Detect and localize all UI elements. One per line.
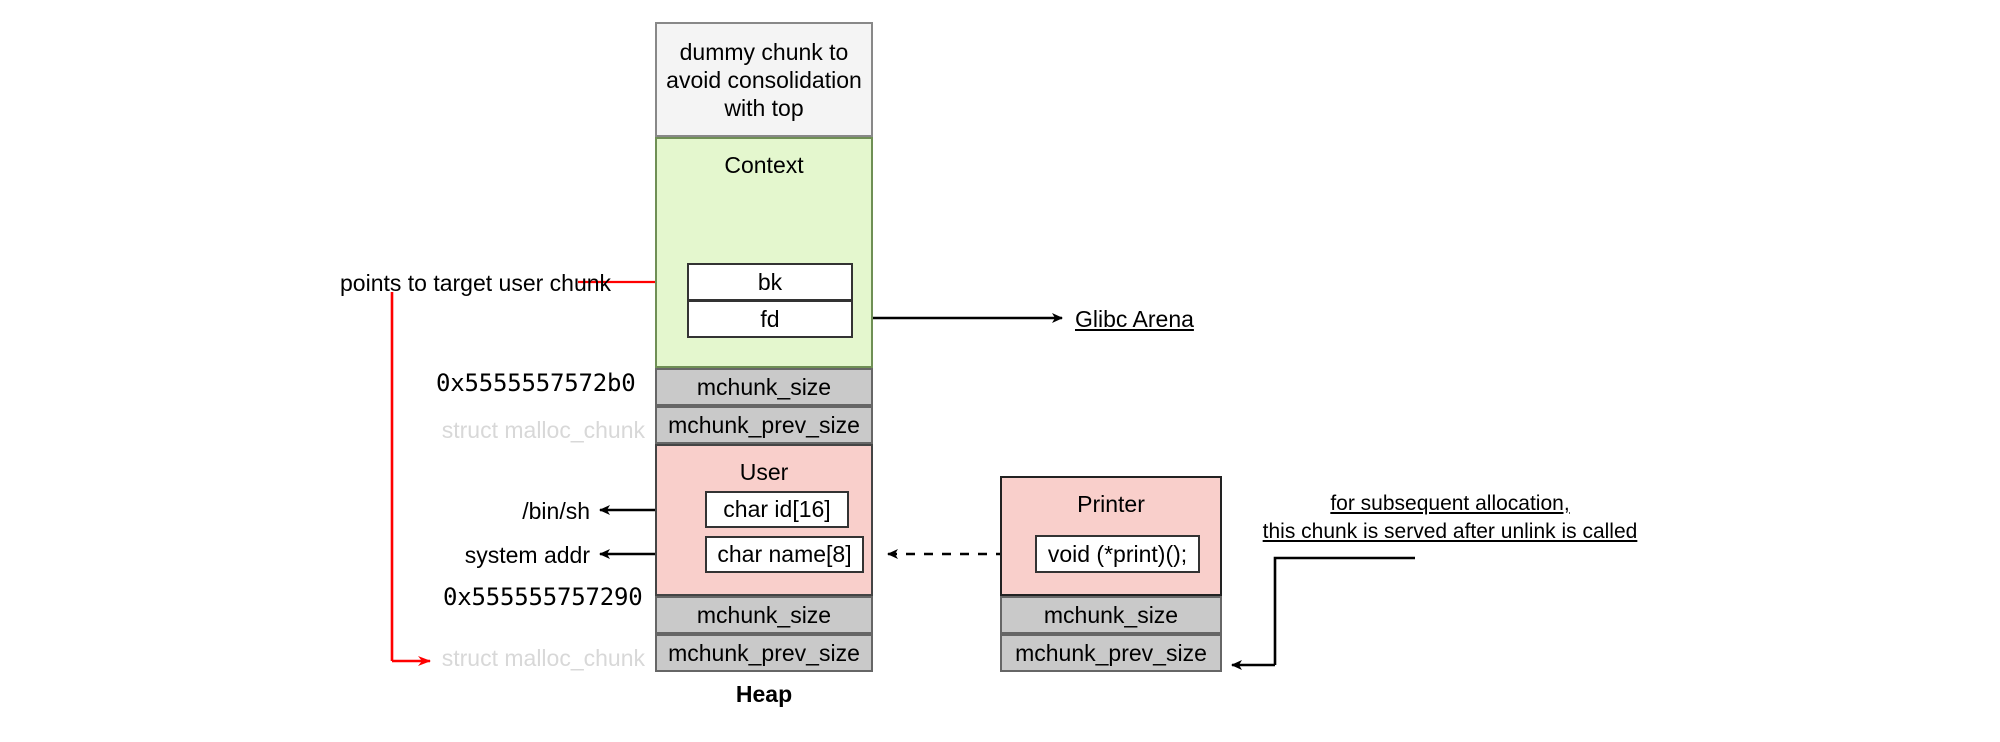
segment-mchunk-prev-size-bottom-label: mchunk_prev_size [668, 639, 860, 666]
field-print-function-pointer: void (*print)(); [1035, 535, 1200, 573]
field-char-id-label: char id[16] [723, 496, 831, 522]
label-struct-malloc-chunk-top: struct malloc_chunk [441, 417, 645, 443]
annotation-subsequent-allocation: for subsequent allocation, this chunk is… [1250, 490, 1650, 547]
field-char-id: char id[16] [705, 491, 849, 528]
segment-dummy-chunk-label: dummy chunk to avoid consolidation with … [666, 39, 862, 122]
segment-dummy-chunk: dummy chunk to avoid consolidation with … [655, 22, 873, 137]
annotation-line-1: for subsequent allocation, [1330, 492, 1570, 515]
segment-mchunk-prev-size-top-label: mchunk_prev_size [668, 411, 860, 438]
label-struct-malloc-chunk-bottom: struct malloc_chunk [441, 645, 645, 671]
segment-mchunk-size-top-label: mchunk_size [696, 373, 832, 400]
label-bin-sh: /bin/sh [522, 498, 590, 524]
label-points-to-target-user-chunk: points to target user chunk [340, 270, 612, 296]
segment-mchunk-prev-size-bottom: mchunk_prev_size [655, 634, 873, 672]
segment-printer-mchunk-size-label: mchunk_size [1043, 601, 1179, 628]
field-fd: fd [687, 300, 853, 338]
field-print-function-pointer-label: void (*print)(); [1047, 540, 1188, 567]
field-char-name: char name[8] [705, 536, 864, 573]
segment-mchunk-size-bottom: mchunk_size [655, 596, 873, 634]
field-bk: bk [687, 263, 853, 301]
segment-mchunk-size-top: mchunk_size [655, 368, 873, 406]
field-fd-label: fd [760, 305, 780, 332]
segment-printer-mchunk-size: mchunk_size [1000, 596, 1222, 634]
label-address-top: 0x5555557572b0 [436, 369, 636, 397]
field-char-name-label: char name[8] [717, 541, 852, 567]
segment-printer-mchunk-prev-size: mchunk_prev_size [1000, 634, 1222, 672]
segment-user-label: User [739, 459, 789, 485]
label-heap: Heap [735, 681, 793, 707]
label-system-addr: system addr [464, 542, 590, 568]
field-bk-label: bk [757, 268, 783, 295]
segment-printer-label: Printer [1077, 491, 1145, 517]
arrow-annotation-to-printer-chunk [1231, 556, 1415, 670]
label-address-bottom: 0x555555757290 [443, 583, 643, 611]
segment-mchunk-size-bottom-label: mchunk_size [696, 601, 832, 628]
red-pointer-to-struct-bottom [390, 292, 431, 666]
label-glibc-arena: Glibc Arena [1075, 306, 1194, 332]
segment-context-label: Context [724, 152, 804, 178]
annotation-line-2: this chunk is served after unlink is cal… [1262, 520, 1638, 544]
segment-printer-mchunk-prev-size-label: mchunk_prev_size [1015, 639, 1207, 666]
segment-mchunk-prev-size-top: mchunk_prev_size [655, 406, 873, 444]
